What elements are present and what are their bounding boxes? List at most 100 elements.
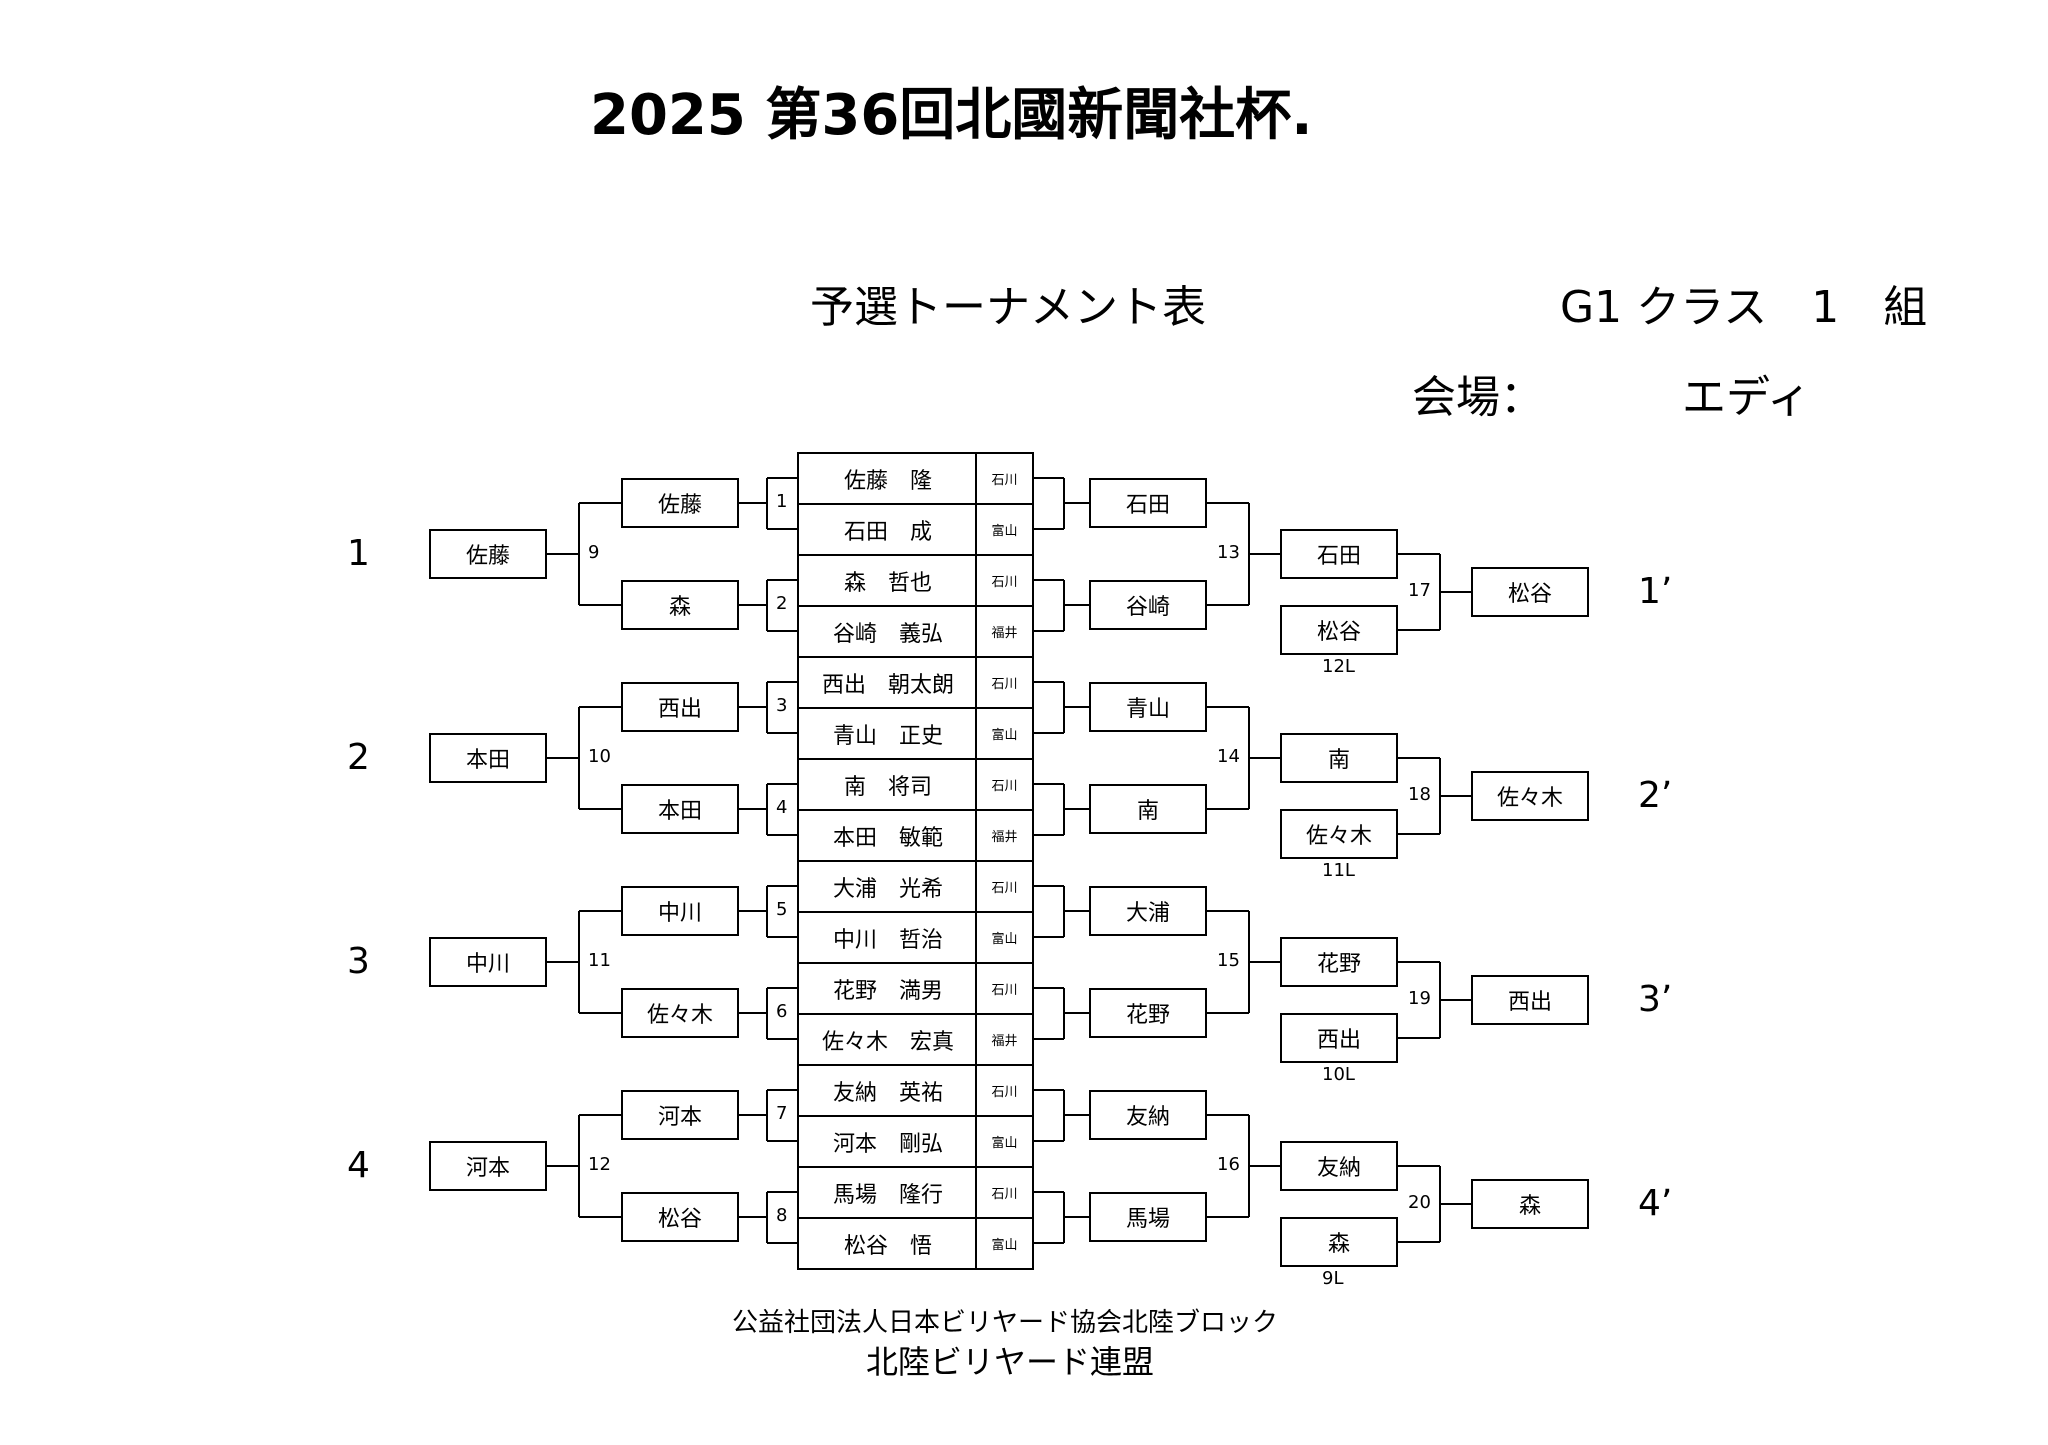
- bracket-line: [739, 604, 767, 606]
- player-name-cell: 森 哲也: [797, 554, 979, 607]
- bracket-line: [1032, 476, 1064, 479]
- bracket-line: [1064, 1216, 1089, 1218]
- match-number: 16: [1217, 1154, 1240, 1175]
- prefecture-cell: 富山: [975, 707, 1034, 760]
- player-name-cell: 本田 敏範: [797, 809, 979, 862]
- bracket-line: [739, 1216, 767, 1218]
- prefecture-cell: 石川: [975, 758, 1034, 811]
- player-name-cell: 馬場 隆行: [797, 1166, 979, 1219]
- seed-number: 1’: [1638, 571, 1673, 612]
- prefecture-cell: 石川: [975, 656, 1034, 709]
- player-name-cell: 友納 英祐: [797, 1064, 979, 1117]
- round2-winner-box: 佐藤: [429, 529, 547, 579]
- match-bracket: [766, 783, 768, 835]
- final-winner-box: 西出: [1471, 975, 1589, 1025]
- bracket-line: [1207, 604, 1249, 606]
- bracket-line: [1398, 1241, 1440, 1243]
- bracket-line: [579, 1114, 621, 1116]
- bracket-line: [1064, 808, 1089, 810]
- round2-winner-box: 石田: [1280, 529, 1398, 579]
- bracket-line: [1032, 1241, 1064, 1244]
- prefecture-cell: 石川: [975, 962, 1034, 1015]
- round2-winner-box: 中川: [429, 937, 547, 987]
- bracket-line: [739, 706, 767, 708]
- bracket-line: [1207, 706, 1249, 708]
- bracket-line: [1398, 629, 1440, 631]
- bracket-line: [1207, 1216, 1249, 1218]
- match-number: 9: [588, 542, 600, 563]
- bracket-line: [767, 629, 797, 632]
- loser-bracket-opponent-box: 松谷: [1280, 605, 1398, 655]
- bracket-line: [767, 1139, 797, 1142]
- round1-winner-box: 中川: [621, 886, 739, 936]
- prefecture-cell: 石川: [975, 554, 1034, 607]
- bracket-line: [1032, 731, 1064, 734]
- prefecture-cell: 福井: [975, 809, 1034, 862]
- match-number: 20: [1408, 1192, 1431, 1213]
- bracket-line: [579, 706, 621, 708]
- bracket-line: [767, 527, 797, 530]
- round1-loser-box: 花野: [1089, 988, 1207, 1038]
- match-bracket: [766, 579, 768, 631]
- match-number: 6: [776, 1001, 788, 1022]
- bracket-line: [1207, 1114, 1249, 1116]
- bracket-line: [1398, 961, 1440, 963]
- round1-winner-box: 森: [621, 580, 739, 630]
- prefecture-cell: 石川: [975, 1166, 1034, 1219]
- round2-bracket: [578, 911, 580, 1013]
- round1-winner-box: 西出: [621, 682, 739, 732]
- final-winner-box: 松谷: [1471, 567, 1589, 617]
- loser-bracket-opponent-box: 西出: [1280, 1013, 1398, 1063]
- bracket-subtitle: 予選トーナメント表: [810, 282, 1206, 333]
- bracket-line: [1398, 1037, 1440, 1039]
- bracket-line: [767, 1190, 797, 1193]
- bracket-line: [1249, 553, 1280, 555]
- match-number: 19: [1408, 988, 1431, 1009]
- round1-winner-box: 佐々木: [621, 988, 739, 1038]
- round2-bracket: [578, 503, 580, 605]
- match-number: 7: [776, 1103, 788, 1124]
- bracket-line: [767, 986, 797, 989]
- match-number: 3: [776, 695, 788, 716]
- bracket-line: [1032, 1190, 1064, 1193]
- venue-label: 会場：: [1412, 372, 1544, 423]
- match-number: 18: [1408, 784, 1431, 805]
- match-number: 13: [1217, 542, 1240, 563]
- bracket-line: [1064, 1114, 1089, 1116]
- bracket-line: [1032, 935, 1064, 938]
- bracket-line: [579, 808, 621, 810]
- bracket-line: [1032, 578, 1064, 581]
- match-number: 10: [588, 746, 611, 767]
- round2-bracket: [578, 1115, 580, 1217]
- round2-winner-box: 河本: [429, 1141, 547, 1191]
- round2-winner-box: 花野: [1280, 937, 1398, 987]
- match-number: 15: [1217, 950, 1240, 971]
- bracket-line: [1064, 502, 1089, 504]
- round1-loser-box: 谷崎: [1089, 580, 1207, 630]
- bracket-line: [739, 910, 767, 912]
- bracket-line: [739, 502, 767, 504]
- bracket-line: [1207, 502, 1249, 504]
- seed-number: 3’: [1638, 979, 1673, 1020]
- bracket-line: [739, 1012, 767, 1014]
- player-name-cell: 松谷 悟: [797, 1217, 979, 1270]
- bracket-line: [739, 1114, 767, 1116]
- bracket-line: [1032, 629, 1064, 632]
- bracket-line: [1440, 999, 1471, 1001]
- bracket-line: [547, 961, 579, 963]
- prefecture-cell: 石川: [975, 1064, 1034, 1117]
- bracket-line: [1032, 1139, 1064, 1142]
- prefecture-cell: 富山: [975, 503, 1034, 556]
- prefecture-cell: 富山: [975, 911, 1034, 964]
- bracket-line: [767, 731, 797, 734]
- bracket-line: [1032, 884, 1064, 887]
- match-bracket: [766, 1191, 768, 1243]
- round2-winner-box: 友納: [1280, 1141, 1398, 1191]
- loser-bracket-opponent-box: 佐々木: [1280, 809, 1398, 859]
- match-number: 14: [1217, 746, 1240, 767]
- bracket-line: [1064, 706, 1089, 708]
- bracket-line: [547, 553, 579, 555]
- match-number: 12: [588, 1154, 611, 1175]
- class-label: G1 クラス 1 組: [1560, 282, 1928, 333]
